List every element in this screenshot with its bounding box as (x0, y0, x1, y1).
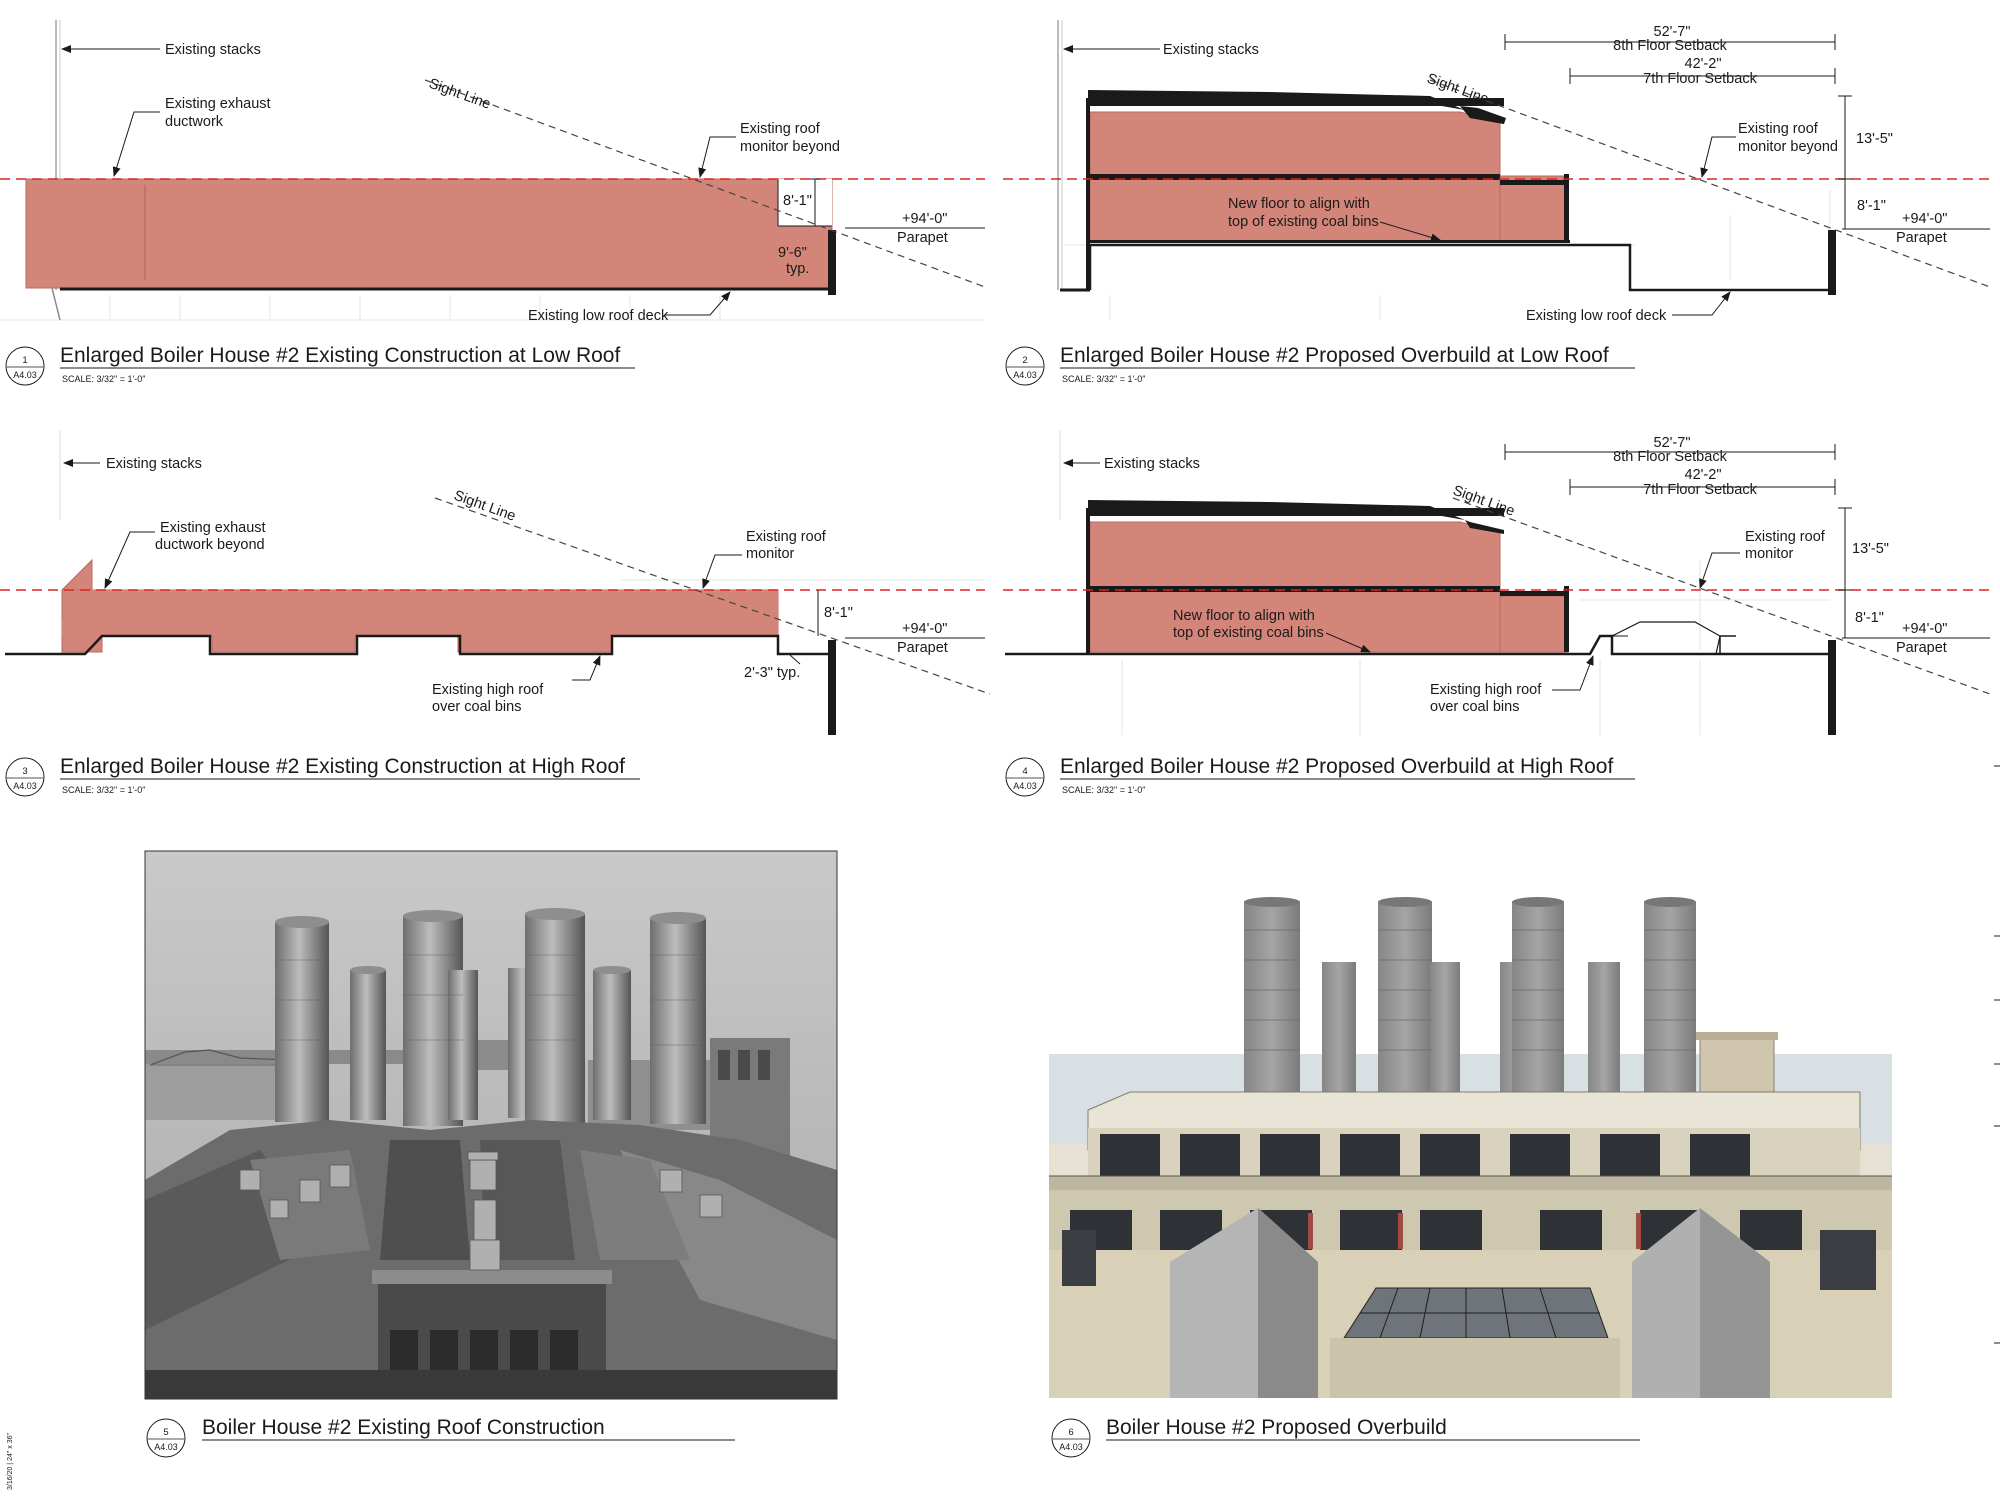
parapet-elev: +94'-0" (902, 211, 947, 227)
setback-7-label: 7th Floor Setback (1643, 71, 1757, 87)
drawing-number: 3 (22, 766, 27, 777)
sheet-ref: A4.03 (1059, 1442, 1083, 1452)
drawing-number: 6 (1068, 1427, 1073, 1438)
monitor-label-1: Existing roof (1738, 121, 1819, 137)
parapet-label: Parapet (897, 230, 948, 246)
dim-9-6: 9'-6" (778, 245, 807, 261)
dim-13-5: 13'-5" (1852, 541, 1889, 557)
high-roof-label-1: Existing high roof (432, 682, 544, 698)
dim-8-1: 8'-1" (783, 193, 812, 209)
drawing-3-existing-high-roof: Sight Line Existing stacks Existing exha… (0, 430, 991, 797)
parapet-elev: +94'-0" (1902, 621, 1947, 637)
margin-ticks (1994, 765, 2000, 1344)
existing-massing (25, 178, 833, 289)
drawing-scale: SCALE: 3/32" = 1'-0" (1062, 785, 1145, 795)
sheet-ref: A4.03 (1013, 781, 1037, 791)
monitor-label-1: Existing roof (740, 121, 821, 137)
drawing-number: 5 (163, 1427, 168, 1438)
existing-stacks-label: Existing stacks (1104, 456, 1200, 472)
drawing-title: Enlarged Boiler House #2 Existing Constr… (60, 344, 620, 367)
drawing-scale: SCALE: 3/32" = 1'-0" (1062, 374, 1145, 384)
high-roof-label-1: Existing high roof (1430, 682, 1542, 698)
low-roof-deck-label: Existing low roof deck (1526, 308, 1667, 324)
setback-8-dim: 52'-7" (1654, 435, 1691, 451)
render-proposed-overbuild: 6 A4.03 Boiler House #2 Proposed Overbui… (1049, 897, 1892, 1458)
monitor-label-1: Existing roof (1745, 529, 1826, 545)
exhaust-label-1: Existing exhaust (165, 96, 271, 112)
dim-8-1: 8'-1" (1855, 610, 1884, 626)
setback-8-label: 8th Floor Setback (1613, 38, 1727, 54)
dim-13-5: 13'-5" (1856, 131, 1893, 147)
high-roof-label-2: over coal bins (1430, 699, 1519, 715)
setback-7-dim: 42'-2" (1685, 56, 1722, 72)
monitor-label-2: monitor (746, 546, 795, 562)
drawing-scale: SCALE: 3/32" = 1'-0" (62, 374, 145, 384)
drawing-title: Enlarged Boiler House #2 Proposed Overbu… (1060, 755, 1613, 778)
drawing-number: 4 (1022, 766, 1027, 777)
sheet-ref: A4.03 (13, 370, 37, 380)
monitor-label-2: monitor beyond (740, 139, 840, 155)
parapet-label: Parapet (897, 640, 948, 656)
high-roof-label-2: over coal bins (432, 699, 521, 715)
new-floor-label-1: New floor to align with (1228, 196, 1370, 212)
drawing-title: Boiler House #2 Proposed Overbuild (1106, 1416, 1447, 1439)
drawing-number: 1 (22, 355, 27, 366)
existing-stacks-label: Existing stacks (165, 42, 261, 58)
dim-8-1: 8'-1" (1857, 198, 1886, 214)
sheet-ref: A4.03 (1013, 370, 1037, 380)
exhaust-label-1: Existing exhaust (160, 520, 266, 536)
existing-stacks-label: Existing stacks (1163, 42, 1259, 58)
drawing-number: 2 (1022, 355, 1027, 366)
setback-7-dim: 42'-2" (1685, 467, 1722, 483)
drawing-title: Enlarged Boiler House #2 Existing Constr… (60, 755, 625, 778)
monitor-label-1: Existing roof (746, 529, 827, 545)
dim-typ: typ. (786, 261, 809, 277)
setback-8-label: 8th Floor Setback (1613, 449, 1727, 465)
date-stamp: 3/16/20 | 24" x 36" (7, 1432, 14, 1490)
setback-8-dim: 52'-7" (1654, 24, 1691, 40)
drawing-4-proposed-high-roof: Sight Line Existing stacks 52'-7" 8th Fl… (1003, 430, 1991, 797)
dim-2-3-typ: 2'-3" typ. (744, 665, 800, 681)
drawing-scale: SCALE: 3/32" = 1'-0" (62, 785, 145, 795)
sheet-ref: A4.03 (154, 1442, 178, 1452)
monitor-label-2: monitor beyond (1738, 139, 1838, 155)
new-floor-label-2: top of existing coal bins (1228, 214, 1379, 230)
sight-line (424, 79, 986, 288)
dim-8-1: 8'-1" (824, 605, 853, 621)
new-floor-label-1: New floor to align with (1173, 608, 1315, 624)
exhaust-label-2: ductwork (165, 114, 224, 130)
new-floor-label-2: top of existing coal bins (1173, 625, 1324, 641)
parapet-label: Parapet (1896, 640, 1947, 656)
parapet-elev: +94'-0" (902, 621, 947, 637)
drawing-1-existing-low-roof: Sight Line Existing stacks Existing exha… (0, 20, 986, 386)
monitor-label-2: monitor (1745, 546, 1794, 562)
exhaust-label-2: ductwork beyond (155, 537, 265, 553)
drawing-title: Enlarged Boiler House #2 Proposed Overbu… (1060, 344, 1609, 367)
parapet-elev: +94'-0" (1902, 211, 1947, 227)
sight-line-label: Sight Line (427, 76, 493, 113)
drawing-2-proposed-low-roof: Sight Line Existing stacks 52'-7" 8th Fl… (1003, 20, 1991, 386)
sight-line-label: Sight Line (452, 488, 518, 525)
low-roof-deck-label: Existing low roof deck (528, 308, 669, 324)
drawing-title: Boiler House #2 Existing Roof Constructi… (202, 1416, 605, 1439)
photo-existing-roof: 5 A4.03 Boiler House #2 Existing Roof Co… (144, 850, 838, 1458)
sheet-ref: A4.03 (13, 781, 37, 791)
setback-7-label: 7th Floor Setback (1643, 482, 1757, 498)
existing-stacks-label: Existing stacks (106, 456, 202, 472)
parapet-label: Parapet (1896, 230, 1947, 246)
